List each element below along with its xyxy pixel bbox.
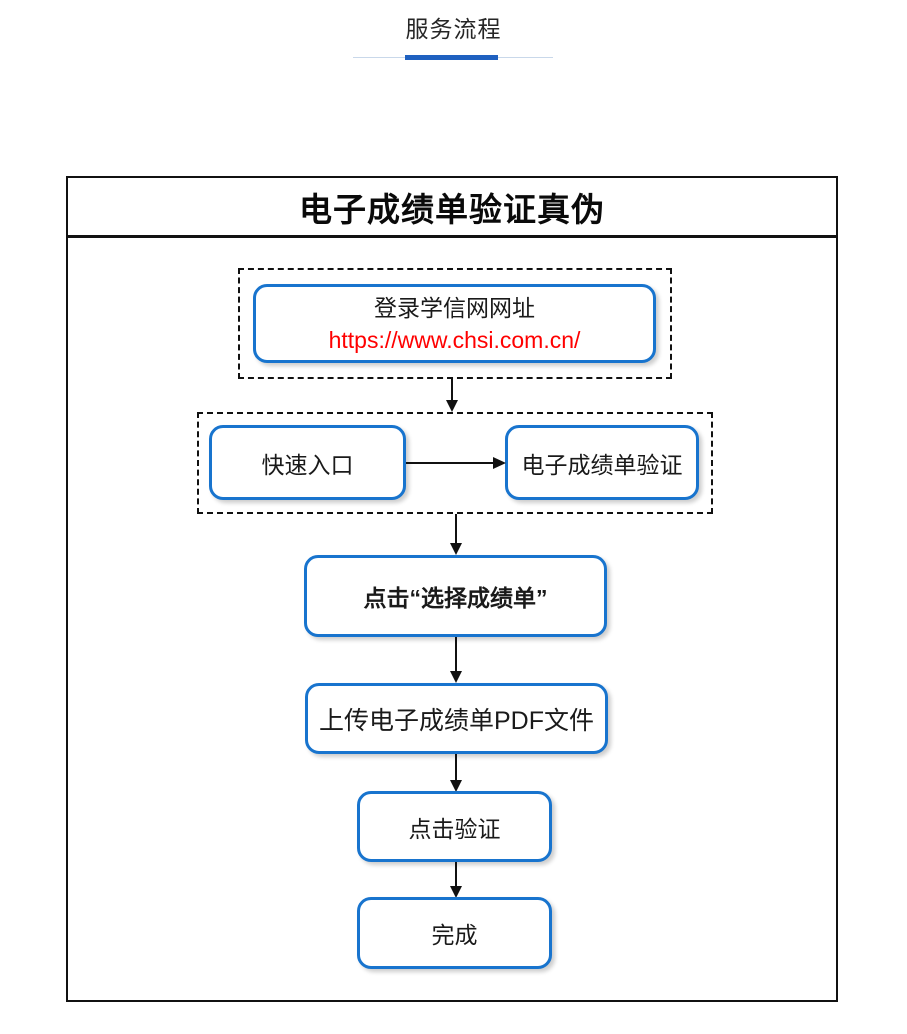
node-quick-entry-label: 快速入口 [261, 451, 354, 478]
page-title: 服务流程 [405, 16, 502, 42]
title-underline-accent [405, 55, 498, 60]
page-header: 服务流程 [0, 0, 907, 80]
node-login-label: 登录学信网网址 [374, 294, 535, 321]
node-transcript-verify[interactable]: 电子成绩单验证 [505, 425, 699, 500]
flowchart-frame: 电子成绩单验证真伪 登录学信网网址 https://www.chsi.com.c… [66, 176, 838, 1002]
arrow-entry-to-select [450, 514, 462, 555]
flowchart-heading: 电子成绩单验证真伪 [68, 178, 836, 238]
arrow-click-verify-to-done [450, 862, 462, 898]
node-quick-entry[interactable]: 快速入口 [209, 425, 406, 500]
node-done[interactable]: 完成 [357, 897, 552, 969]
arrow-upload-to-click-verify [450, 754, 462, 792]
node-login-url[interactable]: https://www.chsi.com.cn/ [328, 326, 581, 353]
arrow-select-to-upload [450, 637, 462, 683]
title-underline [353, 55, 553, 60]
node-upload-pdf[interactable]: 上传电子成绩单PDF文件 [305, 683, 608, 754]
node-click-verify-label: 点击验证 [408, 815, 501, 842]
group-box-login [238, 268, 672, 379]
node-click-verify[interactable]: 点击验证 [357, 791, 552, 862]
arrow-quick-to-verify [406, 457, 506, 469]
node-transcript-verify-label: 电子成绩单验证 [521, 451, 683, 478]
node-login[interactable]: 登录学信网网址 https://www.chsi.com.cn/ [253, 284, 656, 363]
node-upload-pdf-label: 上传电子成绩单PDF文件 [318, 706, 594, 735]
node-done-label: 完成 [431, 922, 478, 948]
node-select-transcript[interactable]: 点击“选择成绩单” [304, 555, 607, 637]
group-box-entry [197, 412, 713, 514]
arrow-login-to-entry [446, 379, 458, 412]
node-select-transcript-label: 点击“选择成绩单” [363, 585, 548, 611]
